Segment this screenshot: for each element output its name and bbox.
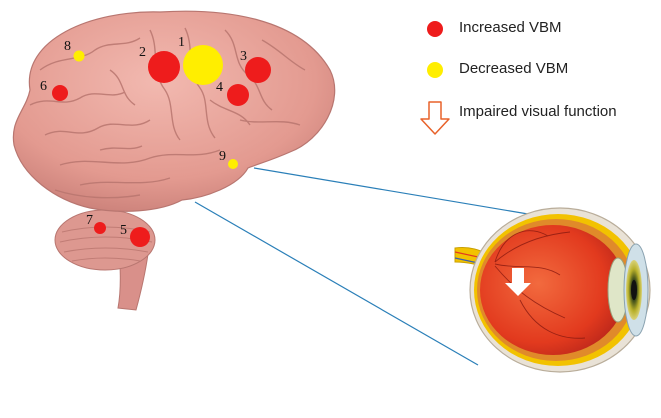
legend-increased-label: Increased VBM	[459, 19, 562, 36]
impaired-vision-arrow-icon	[505, 268, 531, 296]
vbm-marker-3	[245, 57, 271, 83]
vbm-marker-6	[52, 85, 68, 101]
vbm-marker-5	[130, 227, 150, 247]
vbm-marker-1	[183, 45, 223, 85]
vbm-marker-2	[148, 51, 180, 83]
marker-label-9: 9	[219, 149, 226, 164]
legend-symbols	[420, 21, 450, 135]
legend-decreased-label: Decreased VBM	[459, 60, 569, 77]
marker-label-3: 3	[240, 49, 247, 64]
impaired-function-arrow-icon	[420, 101, 450, 135]
legend-decreased-dot	[427, 62, 443, 78]
marker-label-7: 7	[86, 213, 93, 228]
eye-illustration	[454, 207, 651, 373]
marker-label-4: 4	[216, 80, 223, 95]
vbm-markers	[52, 45, 271, 247]
connector-line-lower	[194, 201, 479, 366]
legend-impaired-label: Impaired visual function	[459, 103, 617, 120]
connector-line-upper	[253, 167, 529, 215]
marker-label-8: 8	[64, 39, 71, 54]
vbm-marker-4	[227, 84, 249, 106]
marker-label-6: 6	[40, 79, 47, 94]
marker-label-2: 2	[139, 45, 146, 60]
legend-increased-dot	[427, 21, 443, 37]
marker-label-1: 1	[178, 35, 185, 50]
vbm-marker-9	[228, 159, 238, 169]
marker-label-5: 5	[120, 223, 127, 238]
vbm-marker-7	[94, 222, 106, 234]
marker-labels: 1 2 3 4 5 6 7 8 9	[40, 35, 247, 238]
vbm-marker-8	[73, 50, 85, 62]
